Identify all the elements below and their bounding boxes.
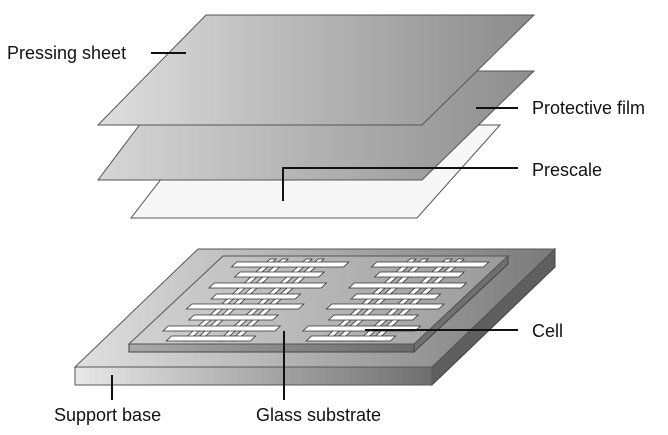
support-base-label: Support base: [54, 405, 162, 425]
cell-1-crossbar: [233, 271, 326, 278]
glass-substrate-front: [128, 343, 415, 353]
cell-2-crossbar: [370, 261, 490, 268]
cell-label: Cell: [532, 321, 564, 341]
glass-substrate: [127, 254, 510, 354]
cell-2-crossbar: [350, 293, 442, 300]
cell-2-crossbar: [347, 282, 468, 289]
support-base-front: [74, 366, 433, 386]
cell-patterns: [161, 258, 490, 342]
cell-1-crossbar: [210, 293, 302, 300]
pressing-sheet: [96, 14, 536, 126]
cell-2-crossbar: [325, 303, 445, 310]
cell-1-crossbar: [165, 335, 257, 342]
cell-2-crossbar: [327, 314, 420, 321]
cell-1-crossbar: [230, 261, 350, 268]
prescale-label: Prescale: [532, 160, 603, 180]
prescale-leader: [282, 167, 518, 201]
cell-2-crossbar: [305, 335, 397, 342]
protective-film-label: Protective film: [532, 98, 646, 118]
cell-1-crossbar: [187, 314, 280, 321]
cell-1-crossbar: [207, 282, 328, 289]
cell-2-crossbar: [373, 271, 466, 278]
glass-substrate-label: Glass substrate: [256, 405, 382, 425]
pressing-sheet-label: Pressing sheet: [7, 43, 127, 63]
glass-substrate-top: [127, 255, 510, 345]
cell-1-crossbar: [161, 325, 282, 332]
cell-1-crossbar: [185, 303, 305, 310]
